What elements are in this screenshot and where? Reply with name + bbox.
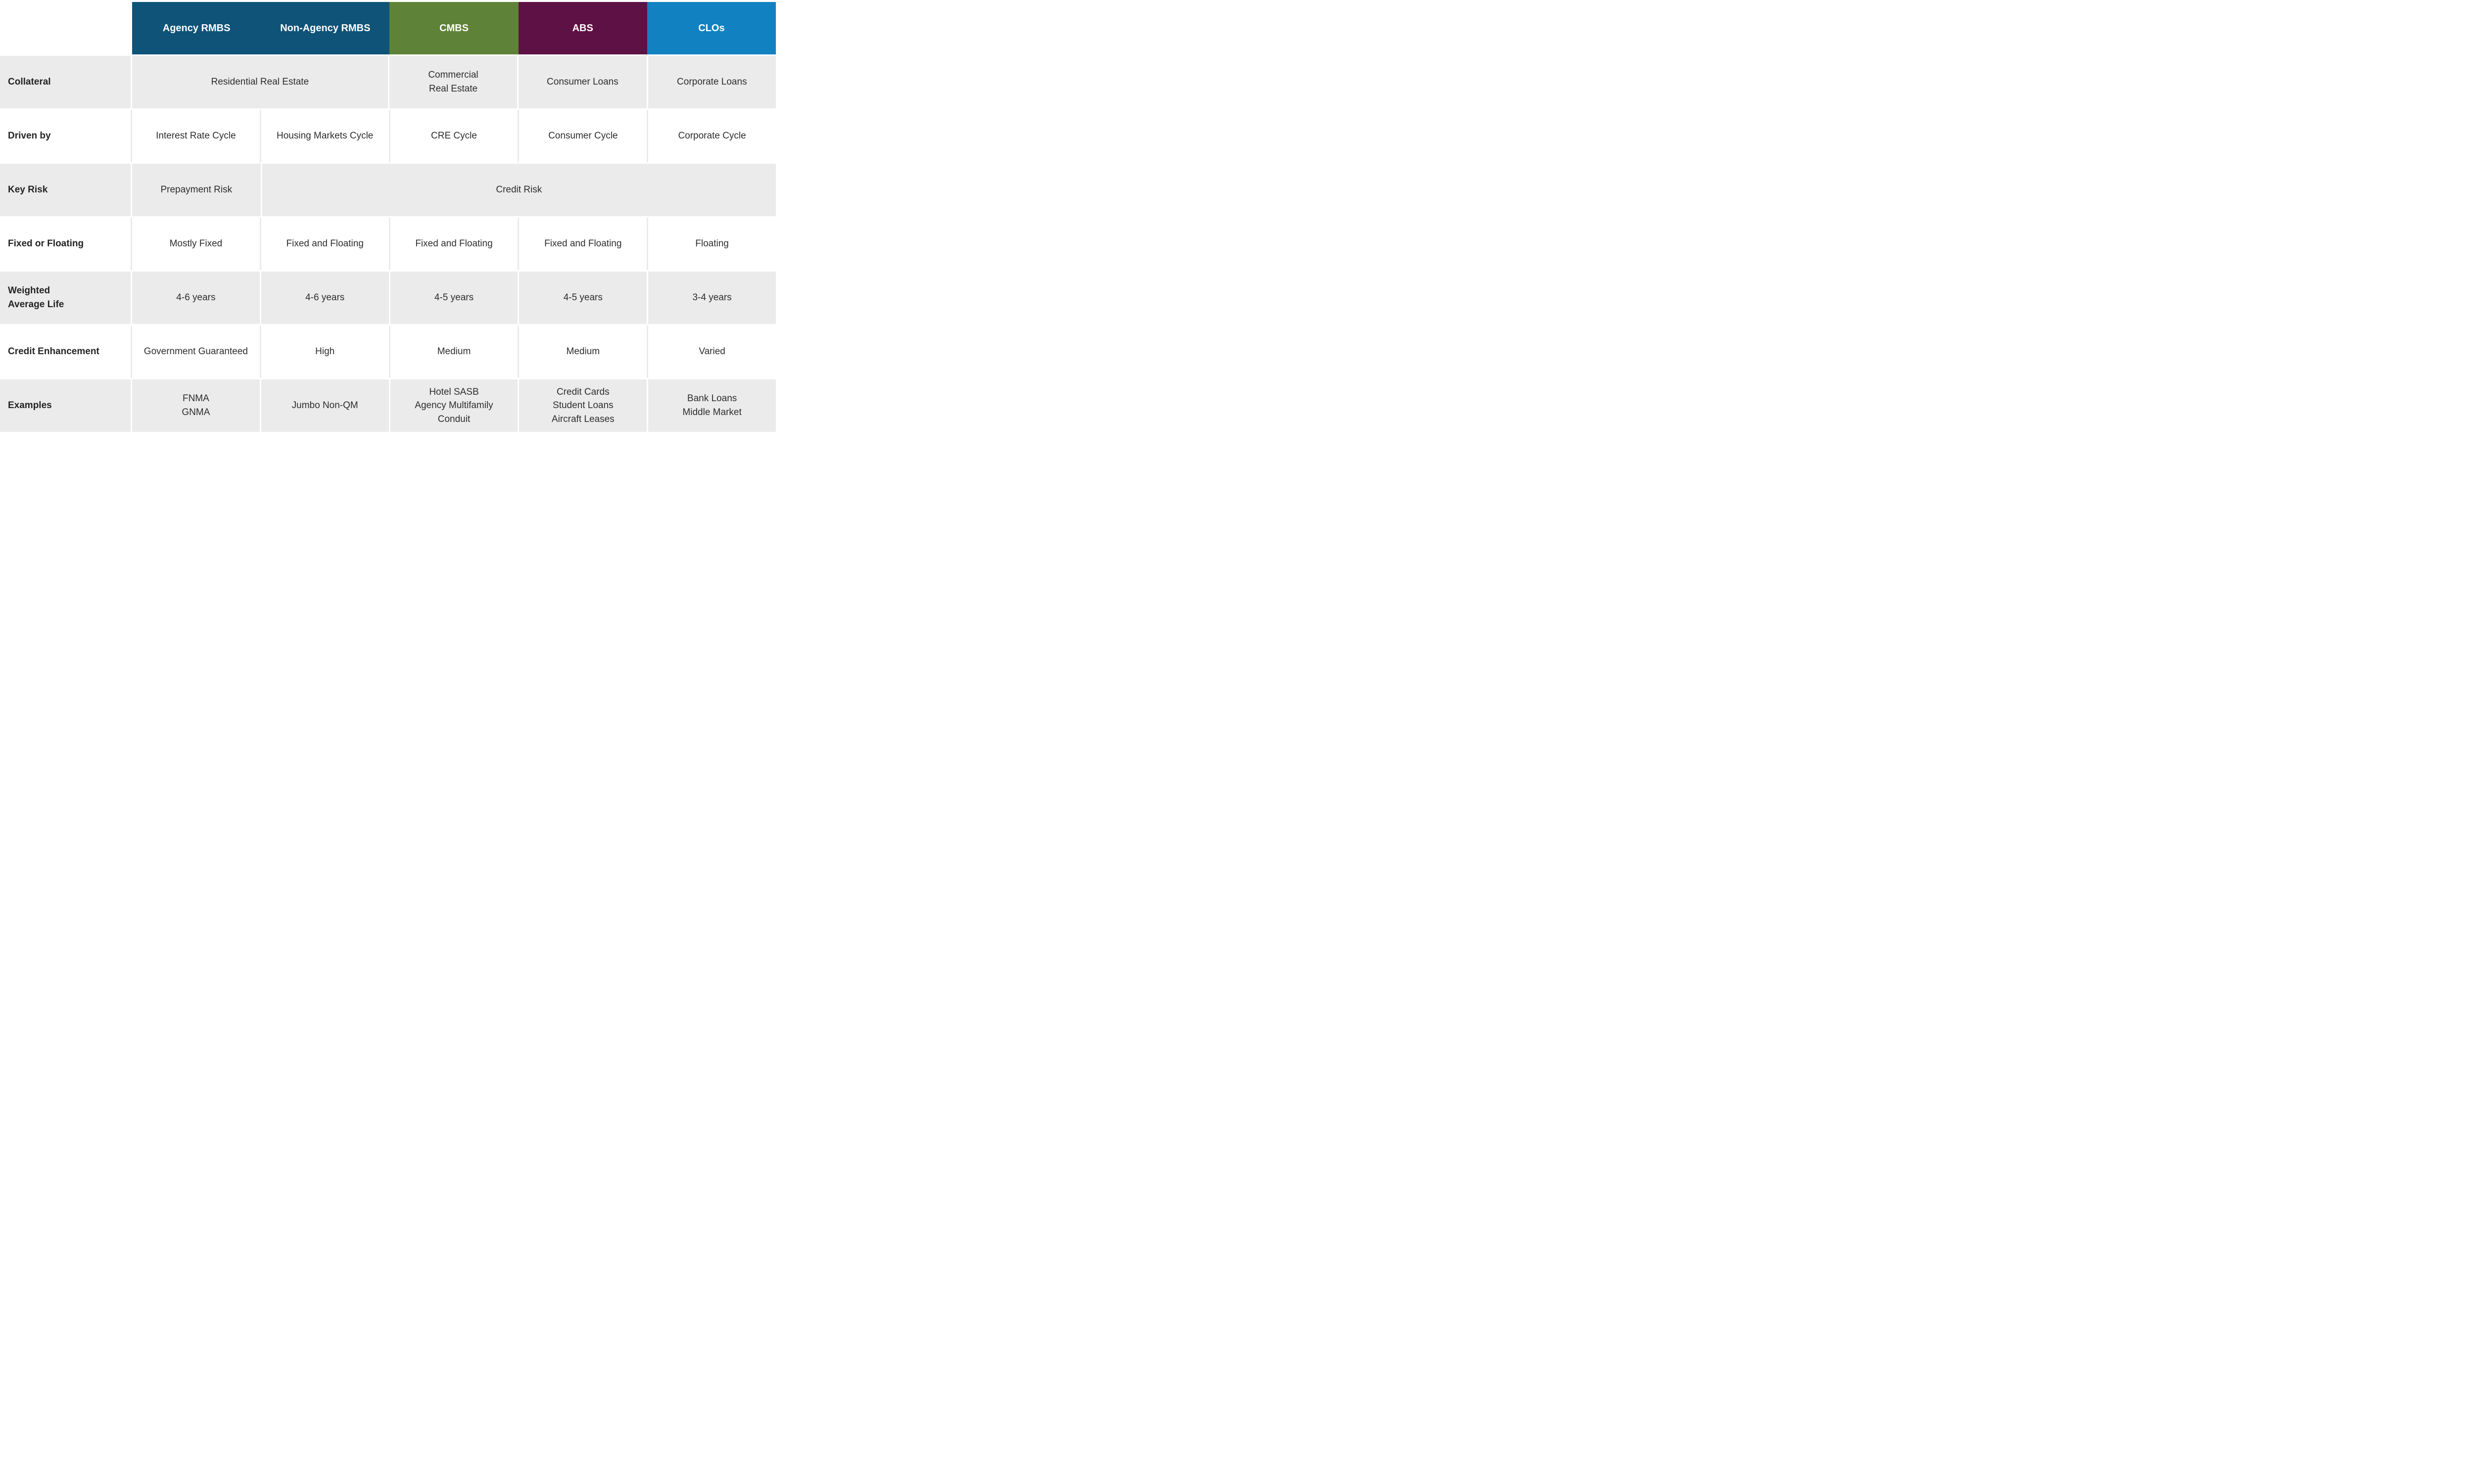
- row-label-credit-enhancement: Credit Enhancement: [0, 325, 131, 378]
- cell-examples-cmbs: Hotel SASB Agency Multifamily Conduit: [390, 379, 518, 432]
- cell-collateral-cmbs: Commercial Real Estate: [389, 56, 518, 108]
- column-header-agency-rmbs: Agency RMBS: [162, 22, 231, 34]
- table-row-key-risk: Key Risk Prepayment Risk Credit Risk: [0, 164, 776, 216]
- cell-examples-non-agency-rmbs: Jumbo Non-QM: [261, 379, 389, 432]
- cell-ce-cmbs: Medium: [390, 325, 518, 378]
- cell-fixed-abs: Fixed and Floating: [519, 218, 647, 270]
- cell-collateral-rmbs: Residential Real Estate: [132, 56, 388, 108]
- header-row: Agency RMBS Non-Agency RMBS CMBS ABS CLO…: [0, 2, 776, 54]
- cell-driven-non-agency-rmbs: Housing Markets Cycle: [261, 110, 389, 162]
- cell-collateral-clos: Corporate Loans: [648, 56, 776, 108]
- cell-wal-abs: 4-5 years: [519, 272, 647, 324]
- header-spacer: [0, 2, 132, 54]
- row-label-key-risk: Key Risk: [0, 164, 131, 216]
- row-label-examples: Examples: [0, 379, 131, 432]
- cell-ce-clos: Varied: [648, 325, 776, 378]
- column-header-clos: CLOs: [647, 2, 776, 54]
- cell-wal-agency-rmbs: 4-6 years: [132, 272, 260, 324]
- cell-wal-cmbs: 4-5 years: [390, 272, 518, 324]
- table-row-credit-enhancement: Credit Enhancement Government Guaranteed…: [0, 325, 776, 378]
- cell-key-risk-credit-span: Credit Risk: [262, 164, 776, 216]
- table-row-fixed-or-floating: Fixed or Floating Mostly Fixed Fixed and…: [0, 218, 776, 270]
- cell-key-risk-agency-rmbs: Prepayment Risk: [132, 164, 261, 216]
- row-label-collateral: Collateral: [0, 56, 131, 108]
- row-label-weighted-average-life: Weighted Average Life: [0, 272, 131, 324]
- cell-fixed-non-agency-rmbs: Fixed and Floating: [261, 218, 389, 270]
- table-row-examples: Examples FNMA GNMA Jumbo Non-QM Hotel SA…: [0, 379, 776, 432]
- table-row-weighted-average-life: Weighted Average Life 4-6 years 4-6 year…: [0, 272, 776, 324]
- cell-fixed-cmbs: Fixed and Floating: [390, 218, 518, 270]
- cell-driven-abs: Consumer Cycle: [519, 110, 647, 162]
- cell-examples-clos: Bank Loans Middle Market: [648, 379, 776, 432]
- cell-collateral-abs: Consumer Loans: [519, 56, 647, 108]
- cell-ce-non-agency-rmbs: High: [261, 325, 389, 378]
- cell-wal-clos: 3-4 years: [648, 272, 776, 324]
- cell-examples-abs: Credit Cards Student Loans Aircraft Leas…: [519, 379, 647, 432]
- cell-ce-agency-rmbs: Government Guaranteed: [132, 325, 260, 378]
- cell-ce-abs: Medium: [519, 325, 647, 378]
- column-header-non-agency-rmbs: Non-Agency RMBS: [280, 22, 371, 34]
- table-row-collateral: Collateral Residential Real Estate Comme…: [0, 56, 776, 108]
- cell-driven-agency-rmbs: Interest Rate Cycle: [132, 110, 260, 162]
- cell-examples-agency-rmbs: FNMA GNMA: [132, 379, 260, 432]
- cell-driven-clos: Corporate Cycle: [648, 110, 776, 162]
- column-header-abs: ABS: [518, 2, 647, 54]
- cell-fixed-agency-rmbs: Mostly Fixed: [132, 218, 260, 270]
- asset-class-comparison-table: Agency RMBS Non-Agency RMBS CMBS ABS CLO…: [0, 0, 776, 432]
- row-label-fixed-or-floating: Fixed or Floating: [0, 218, 131, 270]
- column-header-cmbs: CMBS: [389, 2, 519, 54]
- cell-driven-cmbs: CRE Cycle: [390, 110, 518, 162]
- header-group-rmbs: Agency RMBS Non-Agency RMBS: [132, 2, 390, 54]
- table-row-driven-by: Driven by Interest Rate Cycle Housing Ma…: [0, 110, 776, 162]
- cell-fixed-clos: Floating: [648, 218, 776, 270]
- row-label-driven-by: Driven by: [0, 110, 131, 162]
- cell-wal-non-agency-rmbs: 4-6 years: [261, 272, 389, 324]
